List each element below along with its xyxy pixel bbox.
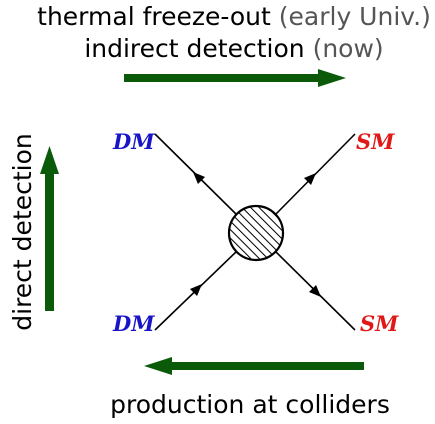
particle-label-bottom-left: DM (112, 311, 155, 336)
bottom-arrow (144, 357, 364, 375)
top-label-line2: indirect detection (now) (84, 34, 383, 63)
arrowhead-bottom-left (189, 284, 202, 297)
arrowhead-top-left (193, 172, 206, 185)
indirect-detection-text: indirect detection (84, 34, 312, 63)
left-arrow (40, 146, 59, 311)
particle-label-bottom-right: SM (360, 311, 399, 336)
direct-detection-label: direct detection (8, 133, 37, 331)
early-universe-note: (early Univ.) (279, 2, 431, 31)
arrowhead-bottom-right (308, 284, 321, 297)
interaction-vertex-blob (227, 204, 285, 262)
now-note: (now) (313, 34, 384, 63)
particle-label-top-right: SM (356, 129, 395, 154)
top-arrow (124, 69, 346, 87)
freeze-out-text: thermal freeze-out (37, 2, 279, 31)
particle-label-top-left: DM (112, 129, 155, 154)
production-colliders-label: production at colliders (110, 390, 390, 419)
feynman-diagram (154, 133, 356, 331)
top-label-line1: thermal freeze-out (early Univ.) (37, 2, 431, 31)
arrowhead-top-right (303, 173, 316, 186)
